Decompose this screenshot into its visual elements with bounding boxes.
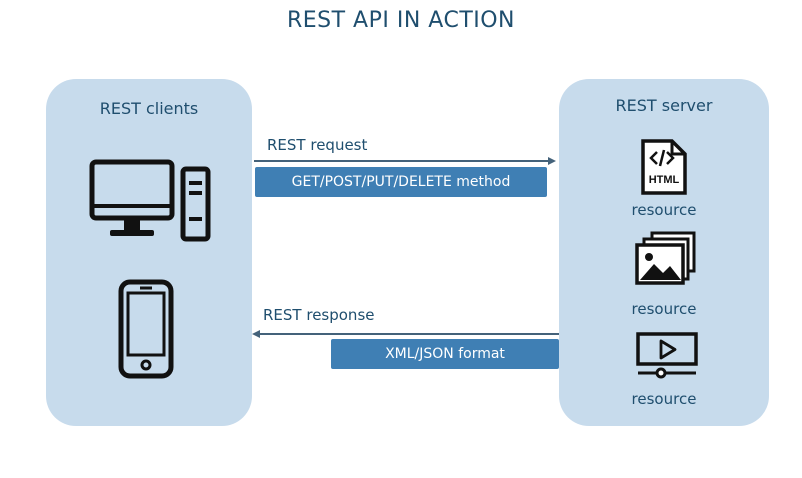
html-file-icon: HTML	[641, 139, 687, 195]
resource-label-video: resource	[631, 390, 697, 408]
resource-label-images: resource	[631, 300, 697, 318]
response-format-badge: XML/JSON format	[331, 339, 559, 369]
request-label: REST request	[267, 136, 368, 154]
diagram-title: REST API IN ACTION	[286, 8, 516, 33]
html-file-label: HTML	[649, 174, 680, 186]
clients-panel: REST clients	[46, 79, 252, 426]
server-title: REST server	[615, 96, 713, 115]
images-icon	[635, 231, 696, 285]
clients-title: REST clients	[99, 99, 199, 118]
response-label: REST response	[263, 306, 375, 324]
request-method-badge: GET/POST/PUT/DELETE method	[255, 167, 547, 197]
video-player-icon	[636, 332, 698, 379]
resource-label-html: resource	[631, 201, 697, 219]
desktop-computer-icon	[89, 159, 211, 242]
server-panel: REST server HTML resource resource resou…	[559, 79, 769, 426]
smartphone-icon	[118, 279, 174, 379]
